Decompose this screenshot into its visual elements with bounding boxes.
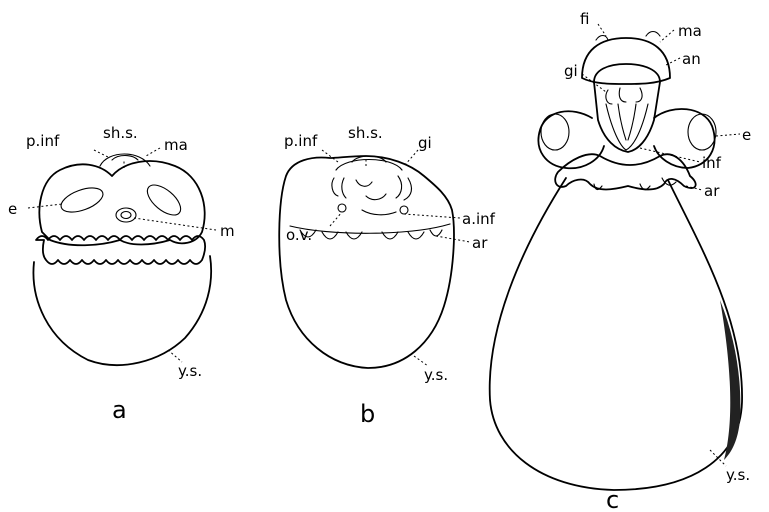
panel-c-label-gi: gi	[564, 62, 578, 80]
panel-a-label-sh-s: sh.s.	[103, 124, 138, 142]
panel-a-label-p-inf: p.inf	[26, 132, 60, 150]
panel-c-eye-left	[541, 114, 569, 150]
panel-c-arm-band	[555, 154, 695, 189]
panel-c-label-ys: y.s.	[726, 466, 750, 484]
panel-b-leader-gi	[404, 150, 418, 166]
panel-c-label-fi: fi	[580, 10, 589, 28]
panel-b-leader-o-v	[330, 212, 342, 226]
panel-b-gill-left	[332, 178, 346, 198]
panel-b-outline	[279, 156, 454, 368]
panel-b-optic-vesicle-left	[338, 204, 346, 212]
panel-b-label-a-inf: a.inf	[462, 210, 496, 228]
panel-b-label-gi: gi	[418, 134, 432, 152]
panel-b-arm-band	[290, 224, 450, 233]
panel-c-eye-left-lobe	[538, 111, 604, 168]
panel-b-caption: b	[360, 400, 375, 428]
panel-c-yolk-shading	[720, 300, 740, 460]
panel-a-yolk-sac	[33, 256, 211, 365]
panel-b-leader-p-inf	[322, 150, 338, 162]
panel-c-leader-ma	[660, 30, 674, 42]
panel-b-label-sh-s: sh.s.	[348, 124, 383, 142]
panel-a: p.inf sh.s. ma e m y.s. a	[8, 124, 235, 424]
panel-a-shell-sac	[112, 156, 138, 161]
panel-b-anterior-infundibulum	[362, 210, 396, 215]
panel-b-label-p-inf: p.inf	[284, 132, 318, 150]
panel-a-label-m: m	[220, 222, 235, 240]
panel-a-leader-ma	[146, 148, 160, 156]
panel-b-gill-right	[396, 176, 411, 200]
panel-a-label-ma: ma	[164, 136, 188, 154]
panel-c-leader-e	[716, 134, 740, 136]
panel-a-eye-right	[142, 179, 185, 220]
panel-c-eye-right	[688, 114, 716, 150]
panel-c-leader-fi	[598, 24, 606, 36]
panel-a-leader-e	[28, 204, 62, 208]
panel-a-mouth-inner	[121, 212, 131, 219]
panel-b-leader-a-inf	[404, 214, 460, 218]
panel-c-label-e: e	[742, 126, 751, 144]
panel-b-head-top	[336, 160, 402, 171]
panel-b-infundibulum	[356, 180, 386, 200]
panel-b-label-ar: ar	[472, 234, 488, 252]
panel-c-label-an: an	[682, 50, 701, 68]
panel-b-label-o-v: o.v.	[286, 226, 312, 244]
panel-b-label-ys: y.s.	[424, 366, 448, 384]
panel-b-leader-ys	[414, 356, 428, 366]
panel-a-label-e: e	[8, 200, 17, 218]
panel-c-head	[594, 64, 660, 152]
panel-c-gills	[606, 88, 642, 104]
panel-a-caption: a	[112, 396, 127, 424]
panel-c-label-inf: inf	[702, 154, 722, 172]
panel-c-yolk-sac	[490, 178, 742, 490]
panel-b: p.inf sh.s. gi o.v. a.inf ar y.s. b	[279, 124, 495, 428]
panel-c-label-ar: ar	[704, 182, 720, 200]
panel-a-mouth	[116, 208, 136, 222]
panel-a-eye-left	[58, 183, 106, 217]
panel-c-caption: c	[606, 486, 619, 512]
panel-b-optic-vesicle-right	[400, 206, 408, 214]
panel-a-leader-p-inf	[94, 150, 110, 158]
panel-c-label-ma: ma	[678, 22, 702, 40]
panel-c: fi ma an gi e inf ar y.s. c	[490, 10, 752, 512]
panel-a-label-ys: y.s.	[178, 362, 202, 380]
panel-a-leader-ys	[168, 350, 182, 362]
panel-a-head	[39, 161, 204, 245]
